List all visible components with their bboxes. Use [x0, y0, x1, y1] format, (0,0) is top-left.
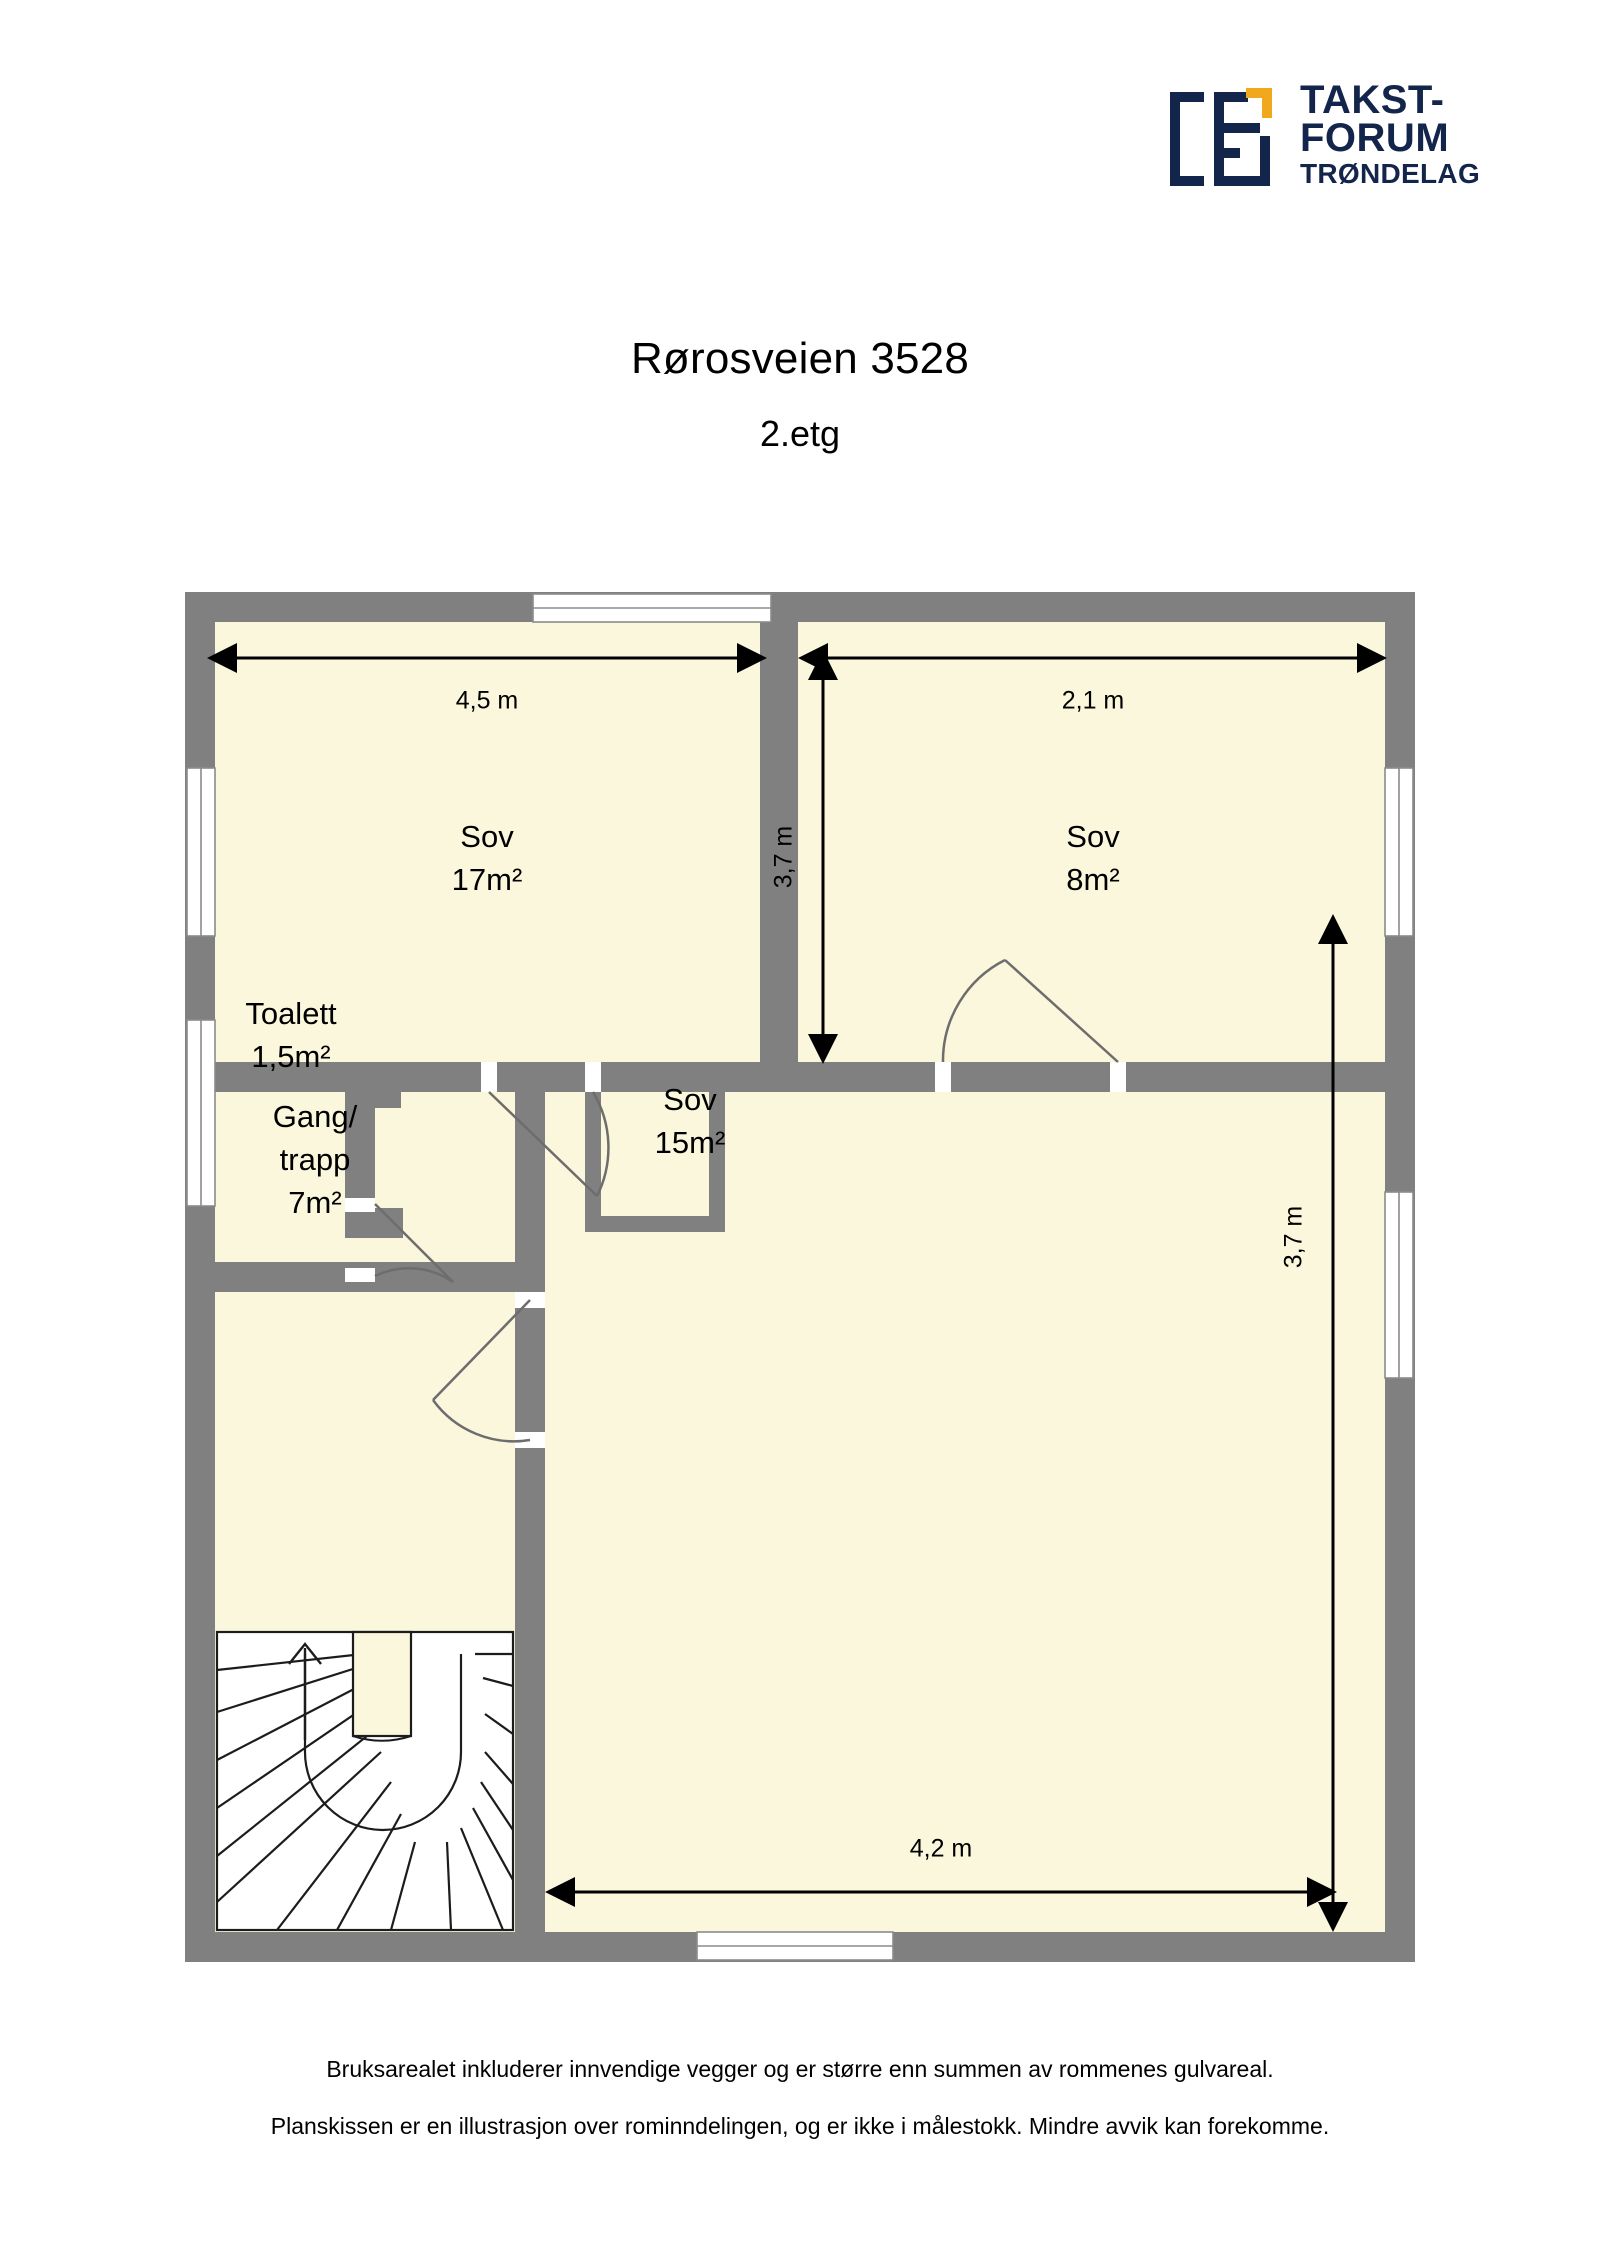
room-label-sov-17: Sov 17m² [452, 819, 523, 897]
interior-walls [215, 622, 1385, 1932]
room-area-toalett [215, 1092, 345, 1262]
room-label-toalett: Toalett 1,5m² [245, 996, 337, 1074]
room-name: Sov [460, 819, 514, 854]
staircase [215, 1630, 515, 1932]
room-name: Sov [663, 1082, 717, 1117]
brand-wordmark: TAKST- FORUM TRØNDELAG [1300, 77, 1481, 190]
brand-logo: TAKST- FORUM TRØNDELAG [1168, 78, 1480, 190]
door-swing-sov15 [431, 1299, 531, 1443]
dimension-label: 2,1 m [1062, 687, 1125, 715]
dimension-dim-top-right: 2,1 m [798, 643, 1387, 715]
dimension-dim-top-left: 4,5 m [207, 643, 767, 715]
door-swing-sov17 [488, 1091, 610, 1197]
room-label-gang-trapp: Gang/ trapp 7m² [273, 1099, 358, 1220]
brand-line-3: TRØNDELAG [1300, 158, 1481, 190]
footer-line-2: Planskissen er en illustrasjon over romi… [270, 2113, 1330, 2139]
door-swings [374, 958, 1119, 1443]
room-name: Toalett [245, 996, 337, 1031]
room-area: 15m² [655, 1125, 726, 1160]
takst-forum-logo-icon [1168, 78, 1278, 190]
room-label-sov-8: Sov 8m² [1066, 819, 1120, 897]
dimension-label: 3,7 m [770, 826, 798, 889]
window-left-upper [186, 767, 216, 937]
room-label-sov-15: Sov 15m² [655, 1082, 726, 1160]
stair-up-arrow-icon [288, 1642, 322, 1740]
room-area: 1,5m² [251, 1039, 330, 1074]
dimension-label: 3,7 m [1280, 1206, 1308, 1269]
room-area: 8m² [1066, 862, 1119, 897]
room-area-sov-8 [798, 622, 1385, 1062]
footer-disclaimer: Bruksarealet inkluderer innvendige vegge… [0, 2058, 1600, 2172]
footer-line-1: Bruksarealet inkluderer innvendige vegge… [326, 2056, 1274, 2082]
dimension-dim-right-lower: 3,7 m [1280, 914, 1348, 1932]
room-area-sov-17 [215, 622, 760, 1062]
dimension-label: 4,5 m [456, 687, 519, 715]
room-name: Sov [1066, 819, 1120, 854]
page-subtitle: 2.etg [759, 413, 841, 454]
page-title: Rørosveien 3528 [630, 334, 970, 383]
dimension-label: 4,2 m [910, 1835, 973, 1863]
brand-line-2: FORUM [1300, 116, 1450, 161]
door-swing-sov8 [941, 958, 1119, 1063]
room-name-line-1: Gang/ [273, 1099, 358, 1134]
windows [186, 593, 1414, 1961]
floor-plan: 4,5 m 2,1 m 3,7 m 3,7 m 4,2 m Sov 17m² [185, 592, 1415, 1962]
window-right-lower [1384, 1191, 1414, 1379]
room-area: 7m² [288, 1185, 341, 1220]
room-name-line-2: trapp [280, 1142, 351, 1177]
window-top [532, 593, 772, 623]
dimension-dim-bottom: 4,2 m [545, 1835, 1337, 1907]
room-labels: Sov 17m² Sov 8m² Toalett 1,5m² Gang/ tra… [245, 819, 1120, 1220]
window-bottom [696, 1931, 894, 1961]
dimension-annotations: 4,5 m 2,1 m 3,7 m 3,7 m 4,2 m [207, 643, 1387, 1932]
window-right-upper [1384, 767, 1414, 937]
dimension-dim-right-upper: 3,7 m [770, 650, 838, 1064]
room-area: 17m² [452, 862, 523, 897]
window-left-lower [186, 1019, 216, 1207]
brand-line-1: TAKST- [1300, 77, 1445, 122]
door-swing-toalett [374, 1203, 454, 1284]
